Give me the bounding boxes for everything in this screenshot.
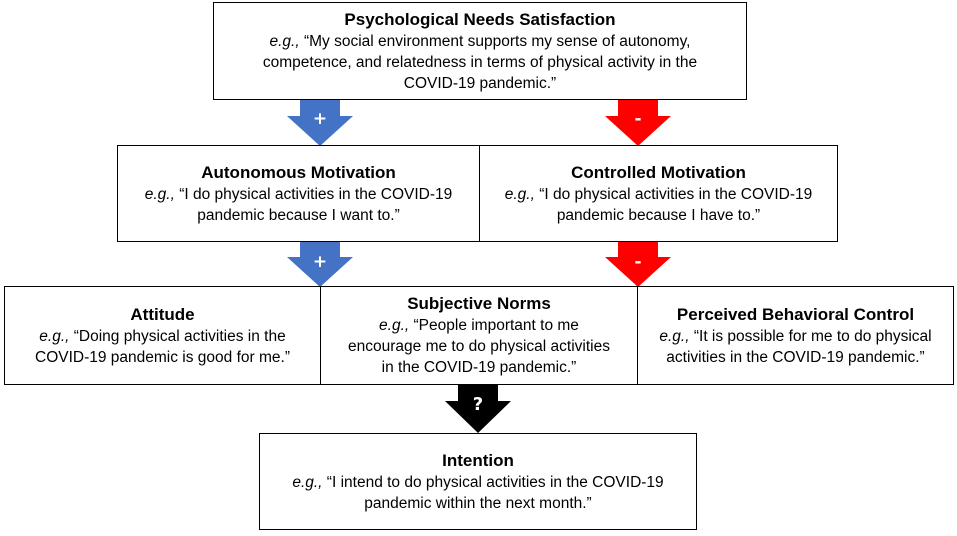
eg-label: e.g., (504, 185, 535, 203)
eg-label: e.g., (144, 185, 175, 203)
perceived-behavioral-control-box: Perceived Behavioral Control e.g., “It i… (637, 286, 954, 385)
negative-arrow-controlled-to-tpb: - (605, 242, 671, 287)
attitude-title: Attitude (130, 304, 195, 324)
eg-label: e.g., (379, 317, 410, 334)
intention-title: Intention (442, 450, 514, 470)
quote-text: COVID-19 pandemic.” (403, 74, 557, 92)
quote-text: encourage me to do physical activities (348, 338, 610, 355)
perceived-behavioral-control-quote: e.g., “It is possible for me to do physi… (659, 326, 931, 368)
attitude-box: Attitude e.g., “Doing physical activitie… (4, 286, 321, 385)
subjective-norms-box: Subjective Norms e.g., “People important… (320, 286, 638, 385)
controlled-motivation-quote: e.g., “I do physical activities in the C… (505, 184, 813, 226)
controlled-motivation-title: Controlled Motivation (571, 162, 746, 182)
positive-arrow-label: + (313, 252, 327, 272)
quote-text: “My social environment supports my sense… (299, 32, 691, 50)
quote-text: in the COVID-19 pandemic.” (381, 359, 577, 376)
eg-label: e.g., (269, 32, 300, 50)
quote-text: activities in the COVID-19 pandemic.” (666, 348, 925, 366)
eg-label: e.g., (292, 473, 323, 491)
quote-text: COVID-19 pandemic is good for me.” (35, 348, 290, 366)
autonomous-motivation-box: Autonomous Motivation e.g., “I do physic… (117, 145, 480, 242)
quote-text: pandemic within the next month.” (364, 494, 592, 512)
quote-text: “I do physical activities in the COVID-1… (534, 185, 813, 203)
attitude-quote: e.g., “Doing physical activities in the … (35, 326, 290, 368)
positive-arrow-label: + (313, 109, 327, 129)
negative-arrow-label: - (634, 109, 641, 129)
intention-quote: e.g., “I intend to do physical activitie… (292, 472, 663, 514)
quote-text: “I intend to do physical activities in t… (322, 473, 664, 491)
controlled-motivation-box: Controlled Motivation e.g., “I do physic… (479, 145, 838, 242)
autonomous-motivation-quote: e.g., “I do physical activities in the C… (145, 184, 453, 226)
quote-text: “Doing physical activities in the (69, 327, 286, 345)
quote-text: “It is possible for me to do physical (689, 327, 932, 345)
eg-label: e.g., (659, 327, 690, 345)
subjective-norms-title: Subjective Norms (407, 294, 551, 313)
quote-text: “I do physical activities in the COVID-1… (174, 185, 453, 203)
unknown-arrow-tpb-to-intention: ? (445, 385, 511, 433)
unknown-arrow-label: ? (473, 394, 483, 415)
autonomous-motivation-title: Autonomous Motivation (201, 162, 396, 182)
needs-satisfaction-quote: e.g., “My social environment supports my… (263, 31, 697, 94)
negative-arrow-label: - (634, 252, 641, 272)
needs-satisfaction-box: Psychological Needs Satisfaction e.g., “… (213, 2, 747, 100)
intention-box: Intention e.g., “I intend to do physical… (259, 433, 697, 530)
quote-text: competence, and relatedness in terms of … (262, 53, 698, 71)
positive-arrow-needs-to-autonomous: + (287, 100, 353, 146)
negative-arrow-needs-to-controlled: - (605, 100, 671, 146)
needs-satisfaction-title: Psychological Needs Satisfaction (344, 9, 616, 29)
subjective-norms-quote: e.g., “People important to me encourage … (348, 315, 610, 378)
quote-text: “People important to me (409, 317, 579, 334)
quote-text: pandemic because I want to.” (197, 206, 400, 224)
positive-arrow-autonomous-to-tpb: + (287, 242, 353, 287)
quote-text: pandemic because I have to.” (556, 206, 761, 224)
perceived-behavioral-control-title: Perceived Behavioral Control (676, 304, 915, 324)
eg-label: e.g., (39, 327, 70, 345)
